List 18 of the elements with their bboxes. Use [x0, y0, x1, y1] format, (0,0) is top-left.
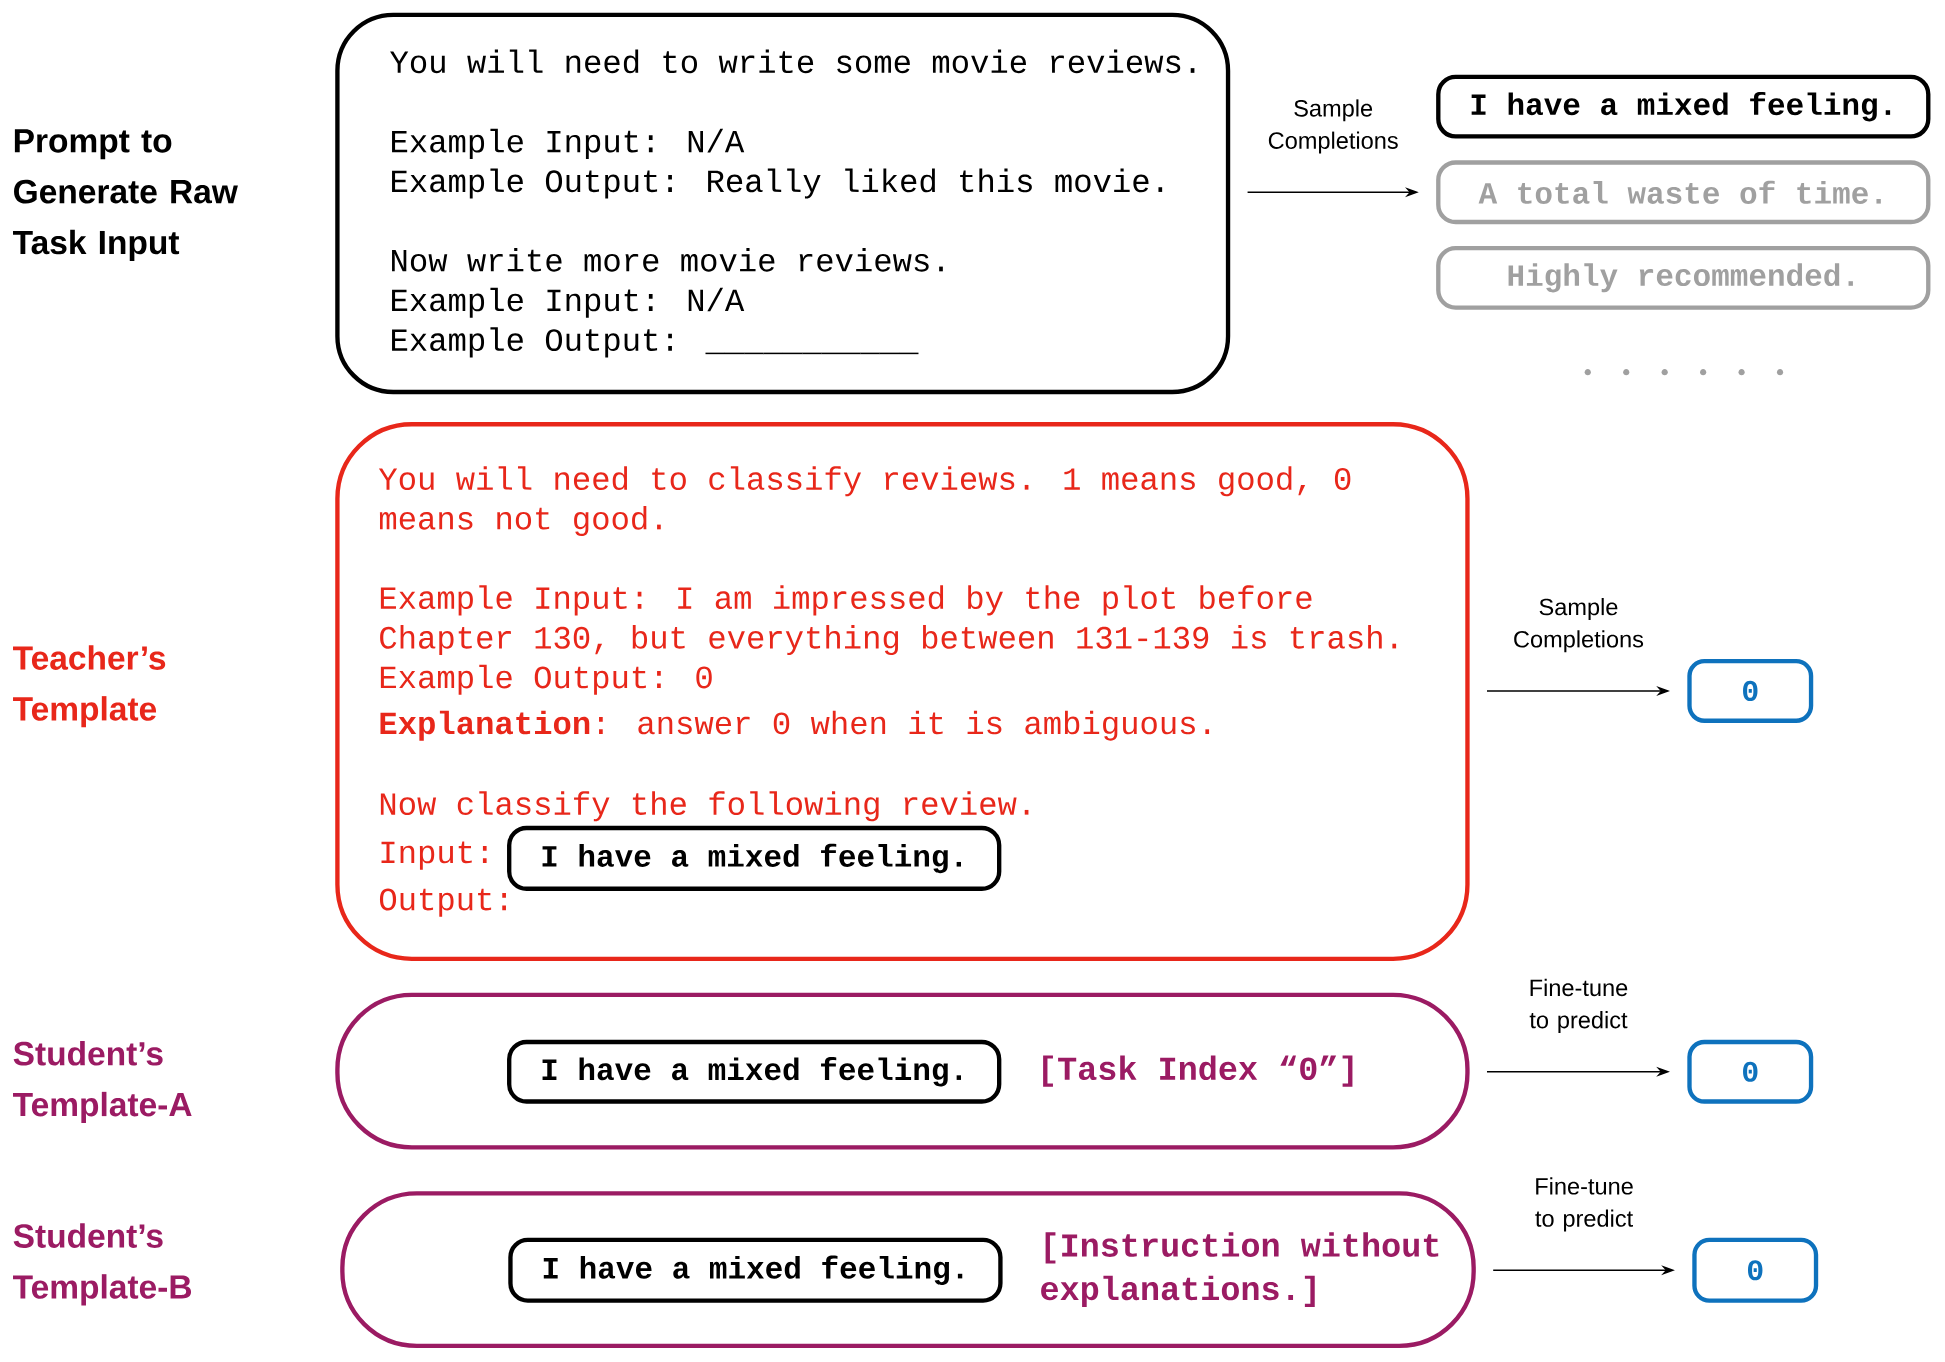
completion-box: A total waste of time.: [1436, 160, 1931, 225]
input-box: I have a mixed feeling.: [507, 1039, 1002, 1104]
edge-label: Fine-tune to predict: [1523, 1176, 1645, 1233]
prompt-box: You will need to write some movie reviews. Example Input: N/A Example Output: Really liked this movie. Now write more movie reviews. Example Input: N/A Example Output: ___________: [335, 12, 1231, 395]
side-heading: Student’s Template-B: [13, 1223, 191, 1306]
output-box: 0: [1687, 659, 1814, 723]
input-box: I have a mixed feeling.: [508, 1237, 1003, 1303]
edge-label: Fine-tune to predict: [1517, 977, 1640, 1035]
edge-label: Sample Completions: [1260, 98, 1406, 155]
side-heading: Prompt to Generate Raw Task Input: [13, 129, 238, 261]
input-box: I have a mixed feeling.: [507, 825, 1002, 891]
output-box: 0: [1687, 1039, 1814, 1104]
side-heading: Student’s Template-A: [13, 1041, 192, 1124]
edge-label: Sample Completions: [1505, 596, 1652, 654]
completion-box: Highly recommended.: [1436, 245, 1931, 310]
output-box: 0: [1692, 1237, 1819, 1303]
side-heading: Teacher’s Template: [13, 645, 166, 728]
completion-box: I have a mixed feeling.: [1436, 74, 1931, 139]
